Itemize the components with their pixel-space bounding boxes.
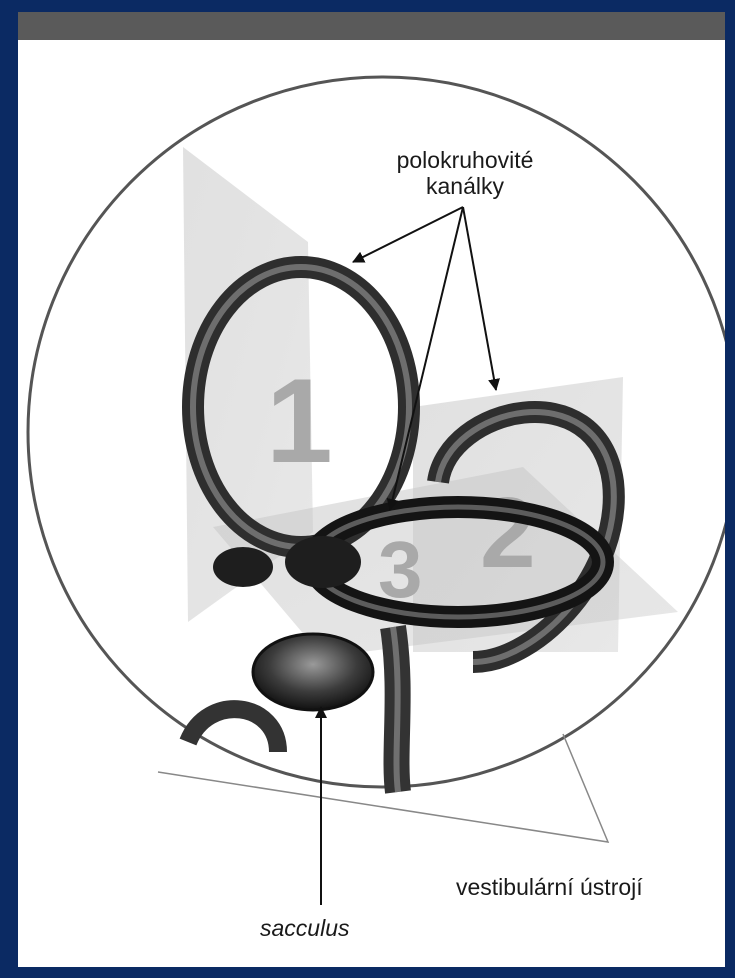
label-semicircular-canals: polokruhovité kanálky [370,147,560,199]
label-vestibular: vestibulární ústrojí [456,874,643,900]
ampulla-center [285,536,361,588]
page: 1 2 3 [18,12,725,967]
label-canals-line2: kanálky [370,173,560,199]
plane-number-1: 1 [266,354,333,488]
plane-number-2: 2 [480,477,536,589]
label-canals-line1: polokruhovité [370,147,560,173]
ampulla-left [213,547,273,587]
sacculus-body [253,634,373,710]
label-sacculus: sacculus [260,915,349,941]
